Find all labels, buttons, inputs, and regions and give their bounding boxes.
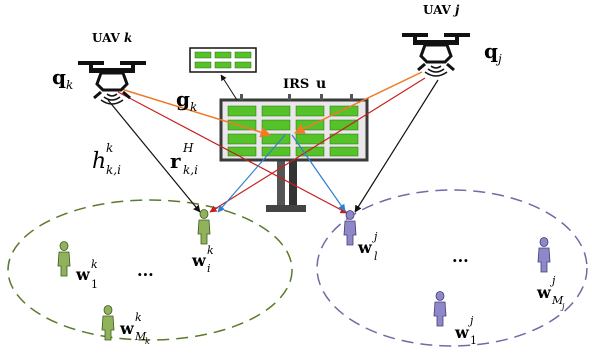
svg-text:j: j bbox=[467, 314, 474, 327]
svg-text:k: k bbox=[91, 258, 98, 271]
svg-text:k: k bbox=[145, 337, 150, 346]
user-j-l-label: w j l bbox=[357, 230, 378, 263]
user-k-i-label: w k i bbox=[191, 244, 214, 275]
svg-text:w: w bbox=[75, 265, 91, 284]
svg-text:k,i: k,i bbox=[106, 163, 121, 177]
svg-text:r: r bbox=[170, 149, 181, 173]
uav-j-title: UAV j bbox=[423, 3, 460, 17]
uav-k-position: qk bbox=[52, 65, 73, 92]
svg-text:w: w bbox=[119, 319, 135, 338]
user-j-l bbox=[343, 210, 357, 246]
cluster-j-boundary bbox=[316, 189, 588, 347]
svg-text:h: h bbox=[92, 149, 106, 174]
svg-text:k,i: k,i bbox=[183, 163, 198, 177]
svg-text:j: j bbox=[549, 274, 556, 287]
user-k-1 bbox=[57, 241, 71, 277]
svg-text:H: H bbox=[182, 141, 194, 155]
irs-label: IRS bbox=[283, 77, 309, 92]
svg-text:k: k bbox=[135, 311, 142, 324]
svg-text:w: w bbox=[191, 251, 207, 270]
svg-text:l: l bbox=[374, 250, 378, 263]
user-j-1 bbox=[433, 291, 447, 327]
user-j-M bbox=[537, 237, 551, 273]
users-k-ellipsis: ... bbox=[137, 261, 154, 280]
channel-r-label: r H k,i bbox=[170, 141, 198, 177]
uav-k-drone bbox=[76, 59, 148, 106]
svg-text:k: k bbox=[207, 244, 214, 257]
svg-text:i: i bbox=[207, 262, 211, 275]
user-k-M-label: w k M k bbox=[119, 311, 150, 346]
svg-text:M: M bbox=[551, 294, 564, 307]
irs-phase-symbol: u bbox=[316, 76, 326, 92]
svg-text:1: 1 bbox=[470, 334, 477, 347]
svg-text:k: k bbox=[106, 141, 113, 155]
irs-elements bbox=[227, 105, 359, 157]
svg-text:w: w bbox=[357, 238, 373, 257]
user-j-1-label: w j 1 bbox=[454, 314, 477, 347]
user-k-i bbox=[197, 209, 211, 245]
channel-links bbox=[107, 71, 439, 214]
svg-text:j: j bbox=[371, 230, 378, 243]
svg-text:j: j bbox=[560, 302, 565, 311]
irs-billboard bbox=[219, 94, 369, 212]
irs-controller bbox=[189, 47, 257, 101]
svg-text:w: w bbox=[536, 283, 552, 302]
cluster-k-boundary bbox=[7, 199, 293, 341]
user-k-M bbox=[101, 305, 115, 341]
channel-h-label: h k k,i bbox=[92, 141, 121, 177]
uav-k-title: UAV k bbox=[92, 31, 132, 45]
svg-text:1: 1 bbox=[91, 278, 98, 291]
users-j-ellipsis: ... bbox=[452, 247, 469, 266]
svg-text:w: w bbox=[454, 323, 470, 342]
svg-text:M: M bbox=[134, 330, 147, 343]
channel-g-label: gk bbox=[176, 87, 197, 114]
user-j-M-label: w j M j bbox=[536, 274, 565, 311]
uav-j-position: qj bbox=[484, 39, 502, 66]
user-k-1-label: w k 1 bbox=[75, 258, 98, 291]
uav-j-drone bbox=[400, 31, 472, 78]
